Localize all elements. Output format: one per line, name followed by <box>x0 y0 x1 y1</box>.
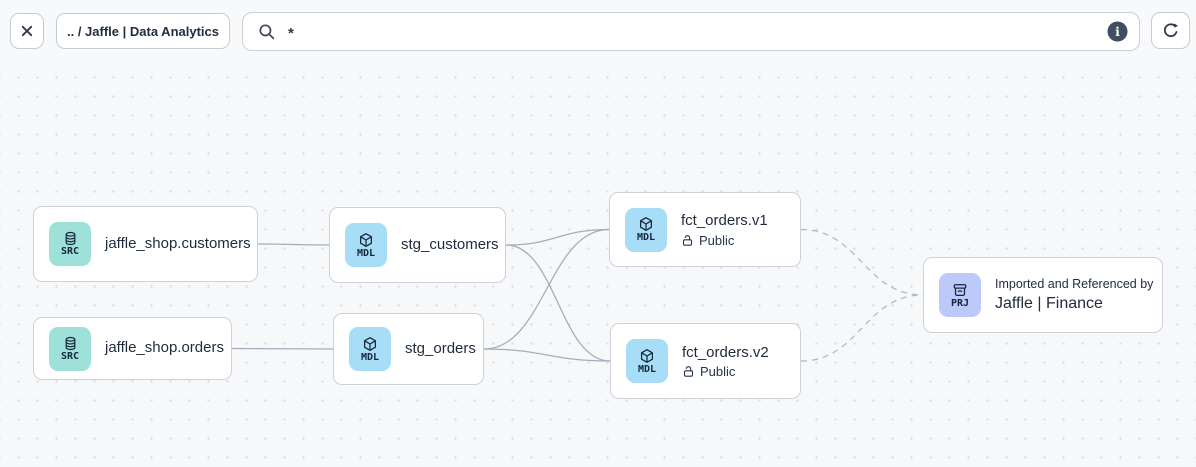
node-type-label: MDL <box>636 232 656 243</box>
breadcrumb-label: .. / Jaffle | Data Analytics <box>67 23 219 39</box>
node-subtitle: Imported and Referenced by <box>995 276 1154 291</box>
cube-icon: MDL <box>345 223 387 267</box>
node-texts: Imported and Referenced by Jaffle | Finan… <box>995 276 1153 314</box>
node-texts: jaffle_shop.customers <box>105 235 251 254</box>
node-title: fct_orders.v2 <box>682 343 769 361</box>
cube-icon: MDL <box>626 339 668 383</box>
search-icon <box>258 23 276 41</box>
info-icon: i <box>1107 21 1128 42</box>
node-stg-orders[interactable]: MDL stg_orders <box>333 313 484 385</box>
node-title: stg_customers <box>401 235 499 253</box>
node-type-label: SRC <box>60 350 80 362</box>
node-title: jaffle_shop.orders <box>105 339 224 357</box>
cube-icon: MDL <box>625 207 667 252</box>
access-badge-label: Public <box>699 232 735 248</box>
edge-fct-orders-v1-to-prj-jaffle-finance <box>800 228 924 296</box>
database-icon: SRC <box>49 326 91 371</box>
node-type-label: MDL <box>360 351 380 363</box>
node-src-customers[interactable]: SRC jaffle_shop.customers <box>33 206 258 282</box>
search-input[interactable]: * i <box>242 12 1140 51</box>
node-type-label: SRC <box>60 246 80 257</box>
node-title: jaffle_shop.customers <box>105 234 251 252</box>
node-title: fct_orders.v1 <box>681 212 768 230</box>
node-texts: stg_orders <box>405 340 476 359</box>
close-button[interactable] <box>10 13 44 49</box>
refresh-button[interactable] <box>1151 12 1190 49</box>
svg-text:i: i <box>1115 24 1120 39</box>
info-button[interactable]: i <box>1107 21 1128 42</box>
edge-fct-orders-v2-to-prj-jaffle-finance <box>800 294 924 362</box>
cube-icon: MDL <box>349 327 391 371</box>
refresh-icon <box>1161 21 1180 40</box>
access-badge-label: Public <box>700 364 736 380</box>
lock-open-icon <box>682 365 695 378</box>
archive-icon: PRJ <box>939 273 981 317</box>
node-title: Jaffle | Finance <box>995 295 1103 313</box>
access-badge: Public <box>682 365 735 378</box>
node-type-label: MDL <box>637 363 657 375</box>
close-icon <box>19 23 35 39</box>
node-texts: stg_customers <box>401 236 499 255</box>
node-type-label: PRJ <box>950 297 970 309</box>
edge-stg-customers-to-fct-orders-v2 <box>505 244 611 362</box>
lock-open-icon <box>681 234 694 247</box>
node-type-label: MDL <box>356 247 376 259</box>
database-icon: SRC <box>49 222 91 266</box>
node-title: stg_orders <box>405 339 476 357</box>
node-stg-customers[interactable]: MDL stg_customers <box>329 207 506 283</box>
node-texts: jaffle_shop.orders <box>105 339 224 358</box>
search-value: * <box>288 25 294 42</box>
toolbar: .. / Jaffle | Data Analytics * i <box>0 0 1196 62</box>
breadcrumb[interactable]: .. / Jaffle | Data Analytics <box>56 13 230 49</box>
edge-stg-customers-to-fct-orders-v1 <box>505 228 610 246</box>
access-badge: Public <box>681 234 734 247</box>
node-src-orders[interactable]: SRC jaffle_shop.orders <box>33 317 232 380</box>
node-prj-jaffle-finance[interactable]: PRJ Imported and Referenced by Jaffle | Fi… <box>923 257 1163 333</box>
edge-stg-orders-to-fct-orders-v1 <box>483 228 610 350</box>
lineage-edges <box>231 228 924 362</box>
edge-src-customers-to-stg-customers <box>257 243 330 246</box>
edge-src-orders-to-stg-orders <box>231 347 334 350</box>
edge-stg-orders-to-fct-orders-v2 <box>483 348 611 362</box>
